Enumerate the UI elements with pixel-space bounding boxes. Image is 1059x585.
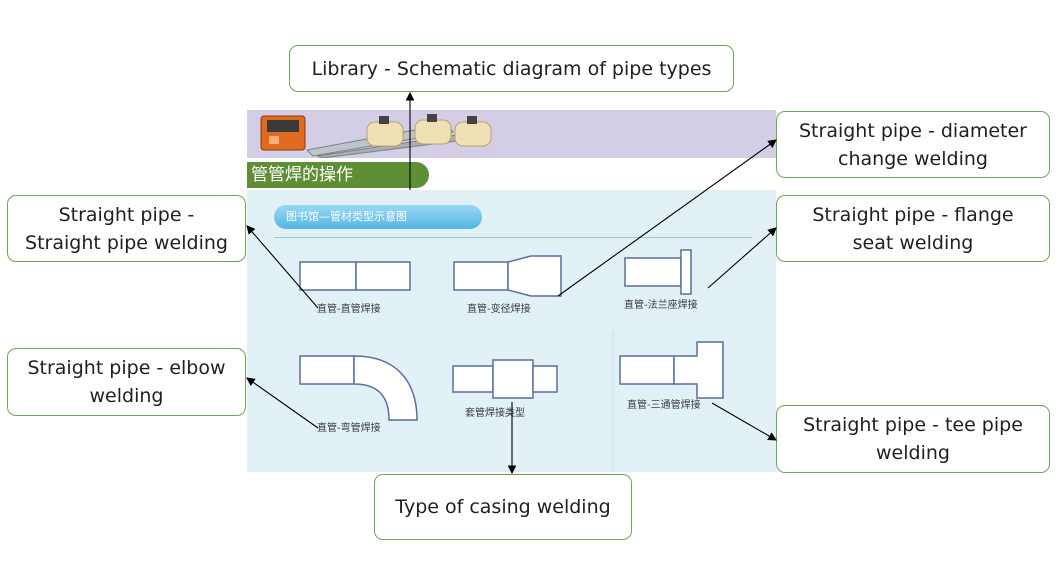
pipe-welding-screen: 管管焊的操作 图书馆—管材类型示意图 — [247, 110, 776, 472]
tee-pipe-figure — [619, 341, 724, 399]
operation-title: 管管焊的操作 — [247, 162, 429, 188]
callout-flange-seat: Straight pipe - flange seat welding — [776, 195, 1050, 262]
flange-seat-pipe-figure — [624, 249, 692, 295]
callout-library: Library - Schematic diagram of pipe type… — [289, 45, 734, 92]
straight-straight-pipe-figure — [299, 261, 411, 291]
arrow-elbow — [246, 377, 319, 429]
callout-casing: Type of casing welding — [374, 474, 632, 540]
callout-straight-straight: Straight pipe - Straight pipe welding — [7, 195, 246, 262]
callout-tee: Straight pipe - tee pipe welding — [776, 405, 1050, 473]
caption-straight-straight: 直管-直管焊接 — [317, 304, 381, 315]
caption-elbow: 直管-弯管焊接 — [317, 423, 381, 434]
caption-flange-seat: 直管-法兰座焊接 — [624, 300, 698, 311]
arrow-diameter-change — [557, 139, 777, 297]
casing-pipe-figure — [452, 359, 558, 399]
callout-elbow: Straight pipe - elbow welding — [7, 348, 246, 416]
callout-diameter-change: Straight pipe - diameter change welding — [776, 111, 1050, 178]
arrow-tee — [711, 402, 777, 441]
library-label: 图书馆—管材类型示意图 — [274, 205, 482, 229]
welding-machine-illustration — [260, 114, 492, 159]
elbow-pipe-figure — [299, 355, 418, 421]
arrow-straight-straight — [246, 225, 319, 309]
diameter-change-pipe-figure — [453, 255, 562, 297]
pipe-schematics — [299, 249, 724, 472]
arrow-flange-seat — [707, 227, 777, 289]
caption-tee: 直管-三通管焊接 — [627, 400, 701, 411]
equipment-banner — [247, 110, 776, 159]
caption-casing: 套管焊接类型 — [465, 408, 525, 419]
caption-diameter-change: 直管-变径焊接 — [467, 304, 531, 315]
separator-line — [274, 237, 752, 238]
